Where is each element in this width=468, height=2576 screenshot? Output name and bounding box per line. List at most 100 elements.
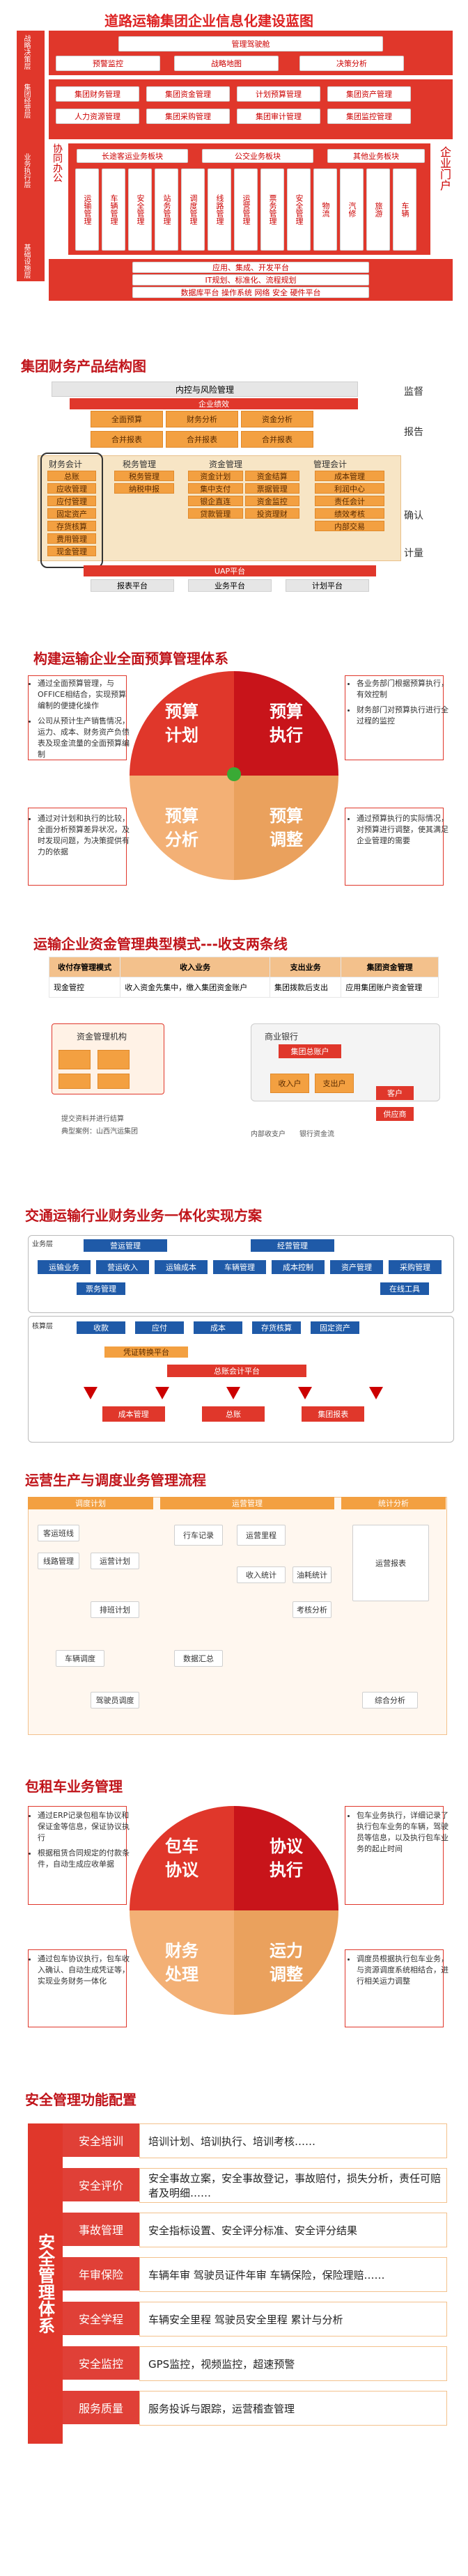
section-budget: 构建运输企业全面预算管理体系 预算 计划 预算 执行 预算 分析 预算 调整 通… bbox=[0, 641, 468, 919]
business-layer bbox=[28, 1235, 454, 1313]
section-fund-model: 运输企业资金管理典型模式---收支两条线 收付存管理模式 收入业务 支出业务 集… bbox=[0, 926, 468, 1177]
mgmt-item: 集团财务管理 bbox=[56, 86, 139, 102]
expense-account: 支出户 bbox=[315, 1074, 354, 1093]
fund-item: 票据管理 bbox=[244, 483, 299, 494]
biz-node: 成本控制 bbox=[272, 1260, 325, 1274]
safety-label: 年审保险 bbox=[63, 2257, 139, 2291]
biz-row: 运输业务 营运收入 运输成本 车辆管理 成本控制 资产管理 采购管理 bbox=[38, 1260, 442, 1274]
tax-item: 纳税申报 bbox=[114, 483, 174, 494]
top-group: 经营管理 bbox=[251, 1239, 334, 1252]
perf-item: 合并报表 bbox=[91, 431, 163, 448]
left-label-infra: 基础设施层 bbox=[22, 244, 30, 278]
accounting-layer bbox=[28, 1316, 454, 1443]
right-bottom-box bbox=[345, 808, 444, 886]
quad-text: 预算 分析 bbox=[165, 806, 198, 849]
right-bottom-box bbox=[345, 1949, 444, 2027]
safety-label: 服务质量 bbox=[63, 2391, 139, 2424]
flow-box: 运营里程 bbox=[237, 1525, 286, 1546]
group-account: 集团总账户 bbox=[279, 1044, 341, 1058]
platform-item: 业务平台 bbox=[188, 579, 272, 592]
flow-box: 综合分析 bbox=[362, 1692, 418, 1709]
bottom-node: 集团报表 bbox=[302, 1406, 365, 1422]
supplier-node: 供应商 bbox=[376, 1107, 414, 1121]
quad-text: 运力 调整 bbox=[270, 1941, 303, 1984]
biz-sub: 车辆管理 bbox=[102, 168, 125, 251]
budget-wheel: 预算 计划 预算 执行 预算 分析 预算 调整 bbox=[130, 671, 338, 880]
note: 调度员根据执行包车业务，与资源调度系统相结合，进行相关运力调整 bbox=[357, 1954, 450, 1987]
down-arrow-icon bbox=[226, 1387, 240, 1399]
section-integration: 交通运输行业财务业务一体化实现方案 业务层 营运管理 经营管理 运输业务 营运收… bbox=[0, 1197, 468, 1448]
quadrant-adjust: 预算 调整 bbox=[234, 776, 338, 880]
right-top-notes: 包车业务执行，详细记录了执行包车业务的车辆，驾驶员等信息，以及执行包车业务的起止… bbox=[347, 1810, 450, 1859]
section2-title: 集团财务产品结构图 bbox=[21, 358, 146, 375]
fund-item: 银企直连 bbox=[188, 496, 243, 506]
biz-node: 营运收入 bbox=[96, 1260, 149, 1274]
fund-items: 资金计划 资金结算 集中支付 票据管理 银企直连 资金监控 贷款管理 投资理财 bbox=[188, 471, 299, 519]
safety-label: 安全监控 bbox=[63, 2346, 139, 2380]
left-bottom-notes: 通过对计划和执行的比较，全面分析预算差异状况，及时发现问题，为决策提供有力的依据 bbox=[28, 813, 132, 862]
fin-item: 费用管理 bbox=[47, 533, 96, 544]
fund-cell: 集团拨款后支出 bbox=[269, 977, 342, 998]
gl-platform: 总账会计平台 bbox=[167, 1365, 306, 1377]
note: 通过全面预算管理，与OFFICE相结合，实现预算编制的便捷化操作 bbox=[38, 678, 132, 712]
legend-item: 银行资金流 bbox=[299, 1131, 334, 1138]
fin-item: 固定资产 bbox=[47, 508, 96, 519]
perf-item: 资金分析 bbox=[241, 411, 313, 427]
flow-box: 驾驶员调度 bbox=[91, 1692, 139, 1709]
legend-item: 内部收支户 bbox=[251, 1131, 286, 1138]
section5-title: 交通运输行业财务业务一体化实现方案 bbox=[25, 1207, 262, 1224]
safety-label: 事故管理 bbox=[63, 2213, 139, 2246]
fund-header: 集团资金管理 bbox=[341, 957, 439, 977]
biz-sub: 汽修 bbox=[340, 168, 364, 251]
section-safety: 安全管理功能配置 安全管理体系 安全培训 培训计划、培训执行、培训考核…… 安全… bbox=[0, 2082, 468, 2569]
biz-node: 运输业务 bbox=[38, 1260, 91, 1274]
right-notes-box bbox=[345, 675, 444, 760]
uap-bar: UAP平台 bbox=[84, 565, 376, 576]
left-label-ops: 集团经营层 bbox=[22, 84, 30, 118]
right-label: 监督 bbox=[404, 386, 423, 398]
dashboard-item: 管理驾驶舱 bbox=[118, 36, 383, 52]
customer-node: 客户 bbox=[376, 1086, 414, 1100]
note: 通过对计划和执行的比较，全面分析预算差异状况，及时发现问题，为决策提供有力的依据 bbox=[38, 813, 132, 858]
flow-node: 成本 bbox=[194, 1321, 242, 1334]
fund-item: 资金监控 bbox=[244, 496, 299, 506]
fin-item: 存货核算 bbox=[47, 521, 96, 531]
fin-item: 总账 bbox=[47, 471, 96, 481]
fund-header: 支出业务 bbox=[269, 957, 342, 977]
mgmt-acc-item: 利润中心 bbox=[315, 483, 384, 494]
small-node bbox=[98, 1050, 130, 1069]
fund-cell: 现金管控 bbox=[48, 977, 121, 998]
charter-wheel: 包车 协议 协议 执行 财务 处理 运力 调整 bbox=[130, 1806, 338, 2015]
portal-label: 企业门户 bbox=[438, 146, 451, 191]
left-top-box bbox=[28, 1806, 127, 1905]
mgmt-acc-item: 绩效考核 bbox=[315, 508, 384, 519]
safety-text: 安全事故立案，安全事故登记，事故赔付，损失分析，责任可赔者及明细…… bbox=[139, 2168, 447, 2203]
section-blueprint: 道路运输集团企业信息化建设蓝图 战略决策层 集团经营层 业务执行层 基础设施层 … bbox=[0, 0, 468, 306]
biz-node: 资产管理 bbox=[330, 1260, 383, 1274]
biz-sub: 调度管理 bbox=[181, 168, 205, 251]
flow-box: 油耗统计 bbox=[292, 1566, 332, 1583]
biz-group: 长途客运业务板块 bbox=[77, 149, 188, 163]
voucher-platform: 凭证转换平台 bbox=[104, 1346, 188, 1358]
top-group: 营运管理 bbox=[84, 1239, 167, 1252]
biz-sub: 安全管理 bbox=[287, 168, 311, 251]
quadrant: 协议 执行 bbox=[234, 1806, 338, 1910]
infra-item: IT规划、标准化、流程规划 bbox=[132, 274, 369, 285]
biz-group: 公交业务板块 bbox=[202, 149, 313, 163]
quad-text: 协议 执行 bbox=[270, 1837, 303, 1880]
flow-node: 收款 bbox=[77, 1321, 125, 1334]
legend: 内部收支户 银行资金流 bbox=[251, 1128, 334, 1138]
quadrant: 财务 处理 bbox=[130, 1910, 234, 2015]
bottom-row: 成本管理 总账 集团报表 bbox=[84, 1406, 383, 1422]
note: 根据租赁合同规定的付款条件，自动生成应收单据 bbox=[38, 1848, 132, 1870]
biz-sub-row: 运输管理 车辆管理 安全管理 站务管理 调度管理 线路管理 运营管理 票务管理 … bbox=[75, 168, 428, 251]
infra-item: 应用、集成、开发平台 bbox=[132, 262, 369, 273]
quadrant-analysis: 预算 分析 bbox=[130, 776, 234, 880]
col-header: 统计分析 bbox=[341, 1497, 446, 1509]
small-node bbox=[58, 1050, 91, 1069]
finance-accounting-frame bbox=[40, 453, 103, 568]
fin-item: 现金管理 bbox=[47, 546, 96, 556]
right-label: 计量 bbox=[404, 548, 423, 559]
biz-sub: 运输管理 bbox=[75, 168, 99, 251]
note: 通过ERP记录包租车协议和保证金等信息，保证协议执行 bbox=[38, 1810, 132, 1844]
